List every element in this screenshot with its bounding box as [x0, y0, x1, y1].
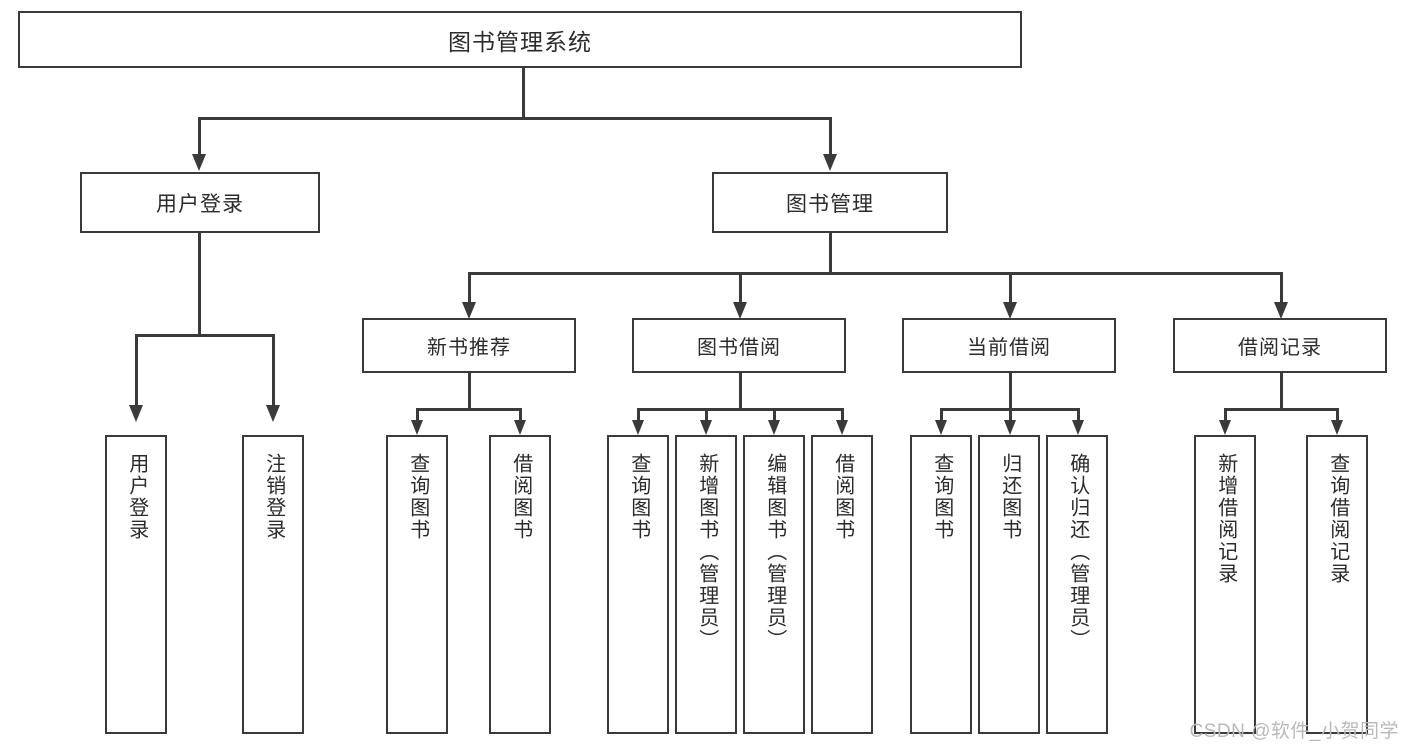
- connector-book-borrow-stem: [739, 373, 742, 409]
- arrow-br-to-leaf-1: [1331, 420, 1343, 435]
- connector-cb-to-leaf-0: [940, 408, 943, 422]
- arrow-cb-to-leaf-2: [1072, 420, 1084, 435]
- connector-new-book-bar: [416, 408, 521, 411]
- node-label: 新书推荐: [427, 337, 511, 359]
- connector-bb-to-leaf-2: [773, 408, 776, 422]
- connector-borrow-record-bar: [1224, 408, 1338, 411]
- arrow-cb-to-leaf-0: [935, 420, 947, 435]
- node-label: 图书管理系统: [448, 28, 592, 55]
- node-leaf-edit-book-admin[interactable]: 编辑图书（管理员）: [743, 435, 805, 734]
- connector-borrow-record-stem: [1280, 373, 1283, 409]
- node-leaf-query-book-current[interactable]: 查询图书: [910, 435, 972, 734]
- connector-book-management-stem: [829, 233, 832, 273]
- node-label: 查询图书: [406, 453, 429, 541]
- node-current-borrow[interactable]: 当前借阅: [902, 318, 1116, 373]
- node-leaf-return-book[interactable]: 归还图书: [978, 435, 1040, 734]
- connector-user-login-to-leaf-0: [135, 334, 138, 406]
- node-label: 查询图书: [627, 453, 650, 541]
- arrow-cb-to-leaf-1: [1004, 420, 1016, 435]
- node-label: 借阅记录: [1238, 337, 1322, 359]
- connector-user-login-bar: [135, 334, 274, 337]
- arrow-bm-to-l2-2: [1003, 302, 1017, 319]
- connector-br-to-leaf-1: [1336, 408, 1339, 422]
- node-leaf-query-book-recommend[interactable]: 查询图书: [386, 435, 448, 734]
- connector-new-book-to-leaf-0: [416, 408, 419, 422]
- node-label: 用户登录: [125, 453, 148, 541]
- node-root-book-management-system[interactable]: 图书管理系统: [18, 11, 1022, 68]
- node-leaf-add-borrow-record[interactable]: 新增借阅记录: [1194, 435, 1256, 734]
- arrow-user-login-to-leaf-0: [129, 405, 143, 422]
- connector-cb-to-leaf-2: [1077, 408, 1080, 422]
- connector-user-login-stem: [198, 233, 201, 335]
- connector-bb-to-leaf-1: [705, 408, 708, 422]
- node-label: 借阅图书: [509, 453, 532, 541]
- connector-new-book-stem: [468, 373, 471, 409]
- arrow-user-login-to-leaf-1: [266, 405, 280, 422]
- connector-bm-to-l2-1: [739, 272, 742, 303]
- arrow-bm-to-l2-1: [733, 302, 747, 319]
- node-label: 用户登录: [156, 192, 244, 216]
- node-label: 编辑图书（管理员）: [763, 453, 786, 651]
- connector-bm-to-l2-2: [1009, 272, 1012, 303]
- connector-current-borrow-stem: [1009, 373, 1012, 409]
- arrow-new-book-to-leaf-0: [411, 420, 423, 435]
- arrow-bb-to-leaf-2: [768, 420, 780, 435]
- node-new-book-recommend[interactable]: 新书推荐: [362, 318, 576, 373]
- node-leaf-borrow-book[interactable]: 借阅图书: [811, 435, 873, 734]
- node-book-borrow[interactable]: 图书借阅: [632, 318, 846, 373]
- arrow-bm-to-l2-0: [462, 302, 476, 319]
- node-label: 当前借阅: [967, 337, 1051, 359]
- node-label: 新增图书（管理员）: [695, 453, 718, 651]
- node-label: 图书管理: [786, 192, 874, 216]
- node-label: 借阅图书: [831, 453, 854, 541]
- connector-bm-to-l2-0: [468, 272, 471, 303]
- node-label: 确认归还（管理员）: [1066, 453, 1089, 651]
- arrow-new-book-to-leaf-1: [514, 420, 526, 435]
- connector-bb-to-leaf-0: [637, 408, 640, 422]
- arrow-bb-to-leaf-0: [632, 420, 644, 435]
- arrow-root-to-user-login: [192, 154, 206, 171]
- node-label: 查询借阅记录: [1326, 453, 1349, 585]
- node-leaf-borrow-book-recommend[interactable]: 借阅图书: [489, 435, 551, 734]
- connector-bb-to-leaf-3: [841, 408, 844, 422]
- connector-root-to-book-management: [829, 117, 832, 155]
- arrow-bb-to-leaf-3: [836, 420, 848, 435]
- arrow-root-to-book-management: [823, 154, 837, 171]
- connector-new-book-to-leaf-1: [519, 408, 522, 422]
- node-leaf-confirm-return-admin[interactable]: 确认归还（管理员）: [1046, 435, 1108, 734]
- arrow-br-to-leaf-0: [1219, 420, 1231, 435]
- node-label: 图书借阅: [697, 337, 781, 359]
- connector-br-to-leaf-0: [1224, 408, 1227, 422]
- node-leaf-user-login[interactable]: 用户登录: [105, 435, 167, 734]
- connector-book-management-bar: [468, 272, 1282, 275]
- node-leaf-query-book[interactable]: 查询图书: [607, 435, 669, 734]
- connector-bm-to-l2-3: [1280, 272, 1283, 303]
- node-leaf-logout[interactable]: 注销登录: [242, 435, 304, 734]
- node-user-login[interactable]: 用户登录: [80, 172, 320, 233]
- node-leaf-add-book-admin[interactable]: 新增图书（管理员）: [675, 435, 737, 734]
- arrow-bb-to-leaf-1: [700, 420, 712, 435]
- node-leaf-query-borrow-record[interactable]: 查询借阅记录: [1306, 435, 1368, 734]
- connector-root-bar: [198, 117, 832, 120]
- node-label: 注销登录: [262, 453, 285, 541]
- connector-user-login-to-leaf-1: [272, 334, 275, 406]
- connector-root-to-user-login: [198, 117, 201, 155]
- node-label: 新增借阅记录: [1214, 453, 1237, 585]
- node-borrow-record[interactable]: 借阅记录: [1173, 318, 1387, 373]
- node-label: 归还图书: [998, 453, 1021, 541]
- node-book-management[interactable]: 图书管理: [712, 172, 948, 233]
- connector-root-stem: [522, 68, 525, 118]
- connector-cb-to-leaf-1: [1009, 408, 1012, 422]
- arrow-bm-to-l2-3: [1274, 302, 1288, 319]
- connector-book-borrow-bar: [637, 408, 843, 411]
- node-label: 查询图书: [930, 453, 953, 541]
